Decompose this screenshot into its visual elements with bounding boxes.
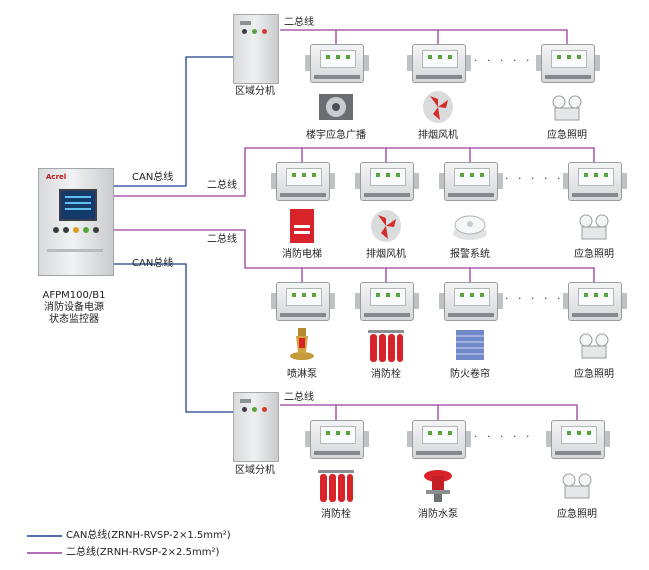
device-label: 应急照明 [574, 249, 614, 260]
device-label: 消防栓 [371, 369, 401, 380]
emergency-light-icon [562, 473, 592, 499]
power-monitor-module [355, 282, 419, 321]
two-bus-line-row3 [112, 229, 595, 282]
monitor-label: AFPM100/B1 消防设备电源 状态监控器 [43, 290, 106, 326]
power-monitor-module [407, 44, 471, 83]
two-bus-label-row3: 二总线 [207, 234, 237, 245]
monitor-name-line1: 消防设备电源 [44, 302, 104, 313]
power-monitor-module [563, 162, 627, 201]
power-monitor-module [305, 420, 369, 459]
two-bus-label-row2: 二总线 [207, 180, 237, 191]
area-distributor-cabinet [233, 392, 279, 462]
area-distributor-cabinet [233, 14, 279, 84]
device-label: 应急照明 [574, 369, 614, 380]
device-label: 报警系统 [450, 249, 490, 260]
two-bus-label-row1: 二总线 [284, 17, 314, 28]
legend-two-bus-text: 二总线(ZRNH-RVSP-2×2.5mm²) [66, 547, 220, 558]
emergency-light-icon [579, 214, 609, 240]
power-monitor-module [536, 44, 600, 83]
fire-hydrant-cylinders-icon [318, 470, 354, 502]
emergency-light-icon [579, 333, 609, 359]
monitor-model: AFPM100/B1 [42, 290, 106, 301]
power-monitor-module [271, 282, 335, 321]
sprinkler-head-icon [290, 328, 314, 360]
device-label: 排烟风机 [418, 130, 458, 141]
fire-hydrant-cylinders-icon [368, 330, 404, 362]
fire-shutter-icon [456, 330, 484, 360]
smoke-exhaust-fan-icon [371, 210, 401, 242]
more-devices-ellipsis: · · · · · [505, 172, 564, 185]
power-monitor-module [439, 282, 503, 321]
area-distributor-label: 区域分机 [235, 465, 275, 476]
device-label: 排烟风机 [366, 249, 406, 260]
power-monitor-module [407, 420, 471, 459]
fire-water-pump-icon [424, 470, 452, 502]
smoke-detector-icon [453, 215, 487, 240]
can-bus-label-bottom: CAN总线 [132, 258, 174, 269]
two-bus-line-row2 [112, 147, 595, 197]
can-bus-label-top: CAN总线 [132, 172, 174, 183]
device-label: 消防电梯 [282, 249, 322, 260]
device-label: 防火卷帘 [450, 369, 490, 380]
fire-power-monitor-device: Acrel [38, 168, 114, 276]
device-label: 楼宇应急广播 [306, 130, 366, 141]
more-devices-ellipsis: · · · · · [474, 430, 533, 443]
monitor-screen [59, 189, 97, 221]
power-monitor-module [305, 44, 369, 83]
can-bus-line-top [112, 56, 233, 187]
monitor-name-line2: 状态监控器 [49, 314, 99, 325]
device-label: 消防水泵 [418, 509, 458, 520]
device-label: 消防栓 [321, 509, 351, 520]
more-devices-ellipsis: · · · · · [505, 292, 564, 305]
smoke-exhaust-fan-icon [423, 91, 453, 123]
power-monitor-module [563, 282, 627, 321]
more-devices-ellipsis: · · · · · [474, 54, 533, 67]
power-monitor-module [355, 162, 419, 201]
device-label: 应急照明 [557, 509, 597, 520]
device-label: 喷淋泵 [287, 369, 317, 380]
two-bus-line-row4 [280, 404, 578, 420]
area-distributor-label: 区域分机 [235, 86, 275, 97]
broadcast-speaker-icon [319, 94, 353, 120]
two-bus-line-row1 [280, 29, 568, 44]
legend-can-text: CAN总线(ZRNH-RVSP-2×1.5mm²) [66, 530, 231, 541]
power-monitor-module [439, 162, 503, 201]
brand-logo: Acrel [46, 173, 67, 181]
power-monitor-module [546, 420, 610, 459]
can-bus-line-bottom [112, 263, 233, 413]
two-bus-label-row4: 二总线 [284, 392, 314, 403]
device-label: 应急照明 [547, 130, 587, 141]
power-monitor-module [271, 162, 335, 201]
emergency-light-icon [552, 95, 582, 121]
fire-elevator-sign-icon [290, 209, 314, 243]
